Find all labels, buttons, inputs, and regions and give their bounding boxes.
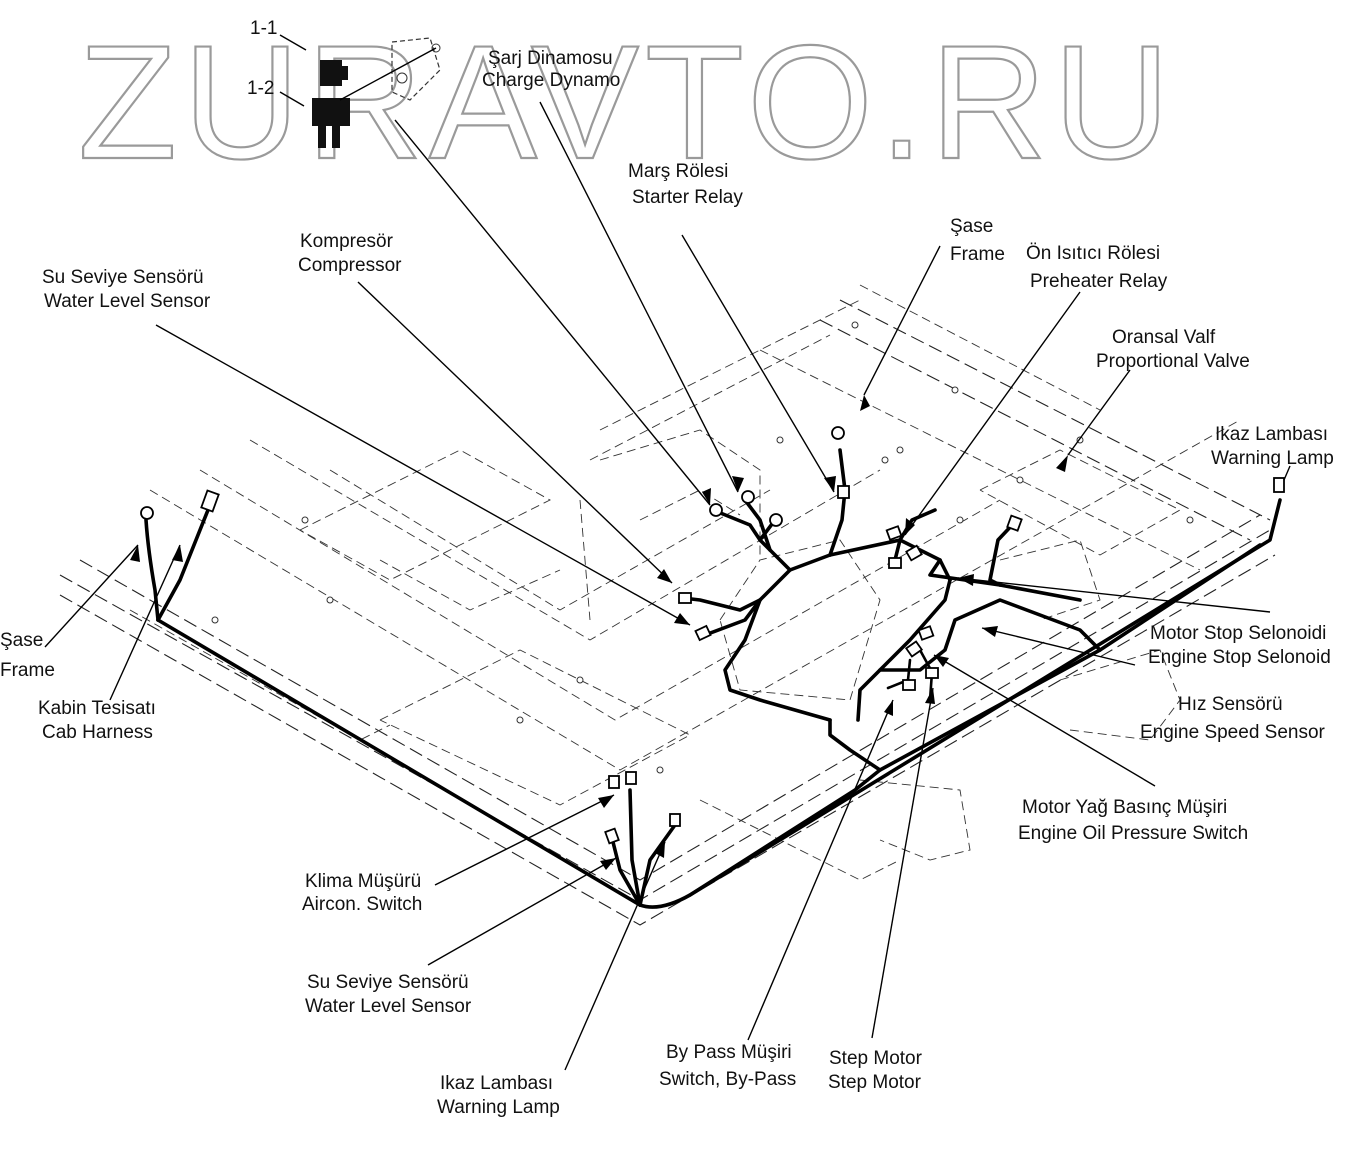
svg-text:By Pass Müşiri: By Pass Müşiri — [666, 1042, 792, 1063]
leader-arrowheads — [130, 395, 1068, 870]
label-engine-speed-sensor: Hız Sensörü Engine Speed Sensor — [1140, 694, 1326, 743]
leader-lines — [44, 34, 1291, 1071]
svg-text:Starter Relay: Starter Relay — [632, 187, 743, 208]
svg-text:Klima Müşürü: Klima Müşürü — [305, 871, 421, 892]
svg-text:Warning Lamp: Warning Lamp — [437, 1097, 560, 1118]
svg-text:Kompresör: Kompresör — [300, 231, 394, 252]
label-compressor: Kompresör Compressor — [298, 231, 402, 276]
watermark-text: ZURAVTO.RU — [78, 12, 1176, 193]
frame-fittings — [211, 321, 1194, 774]
label-water-level-sensor-bottom: Su Seviye Sensörü Water Level Sensor — [305, 972, 472, 1017]
svg-text:Motor Stop Selonoidi: Motor Stop Selonoidi — [1150, 623, 1326, 644]
svg-text:Motor Yağ Basınç Müşiri: Motor Yağ Basınç Müşiri — [1022, 797, 1227, 818]
label-part-1-1: 1-1 — [250, 18, 277, 39]
label-engine-stop-solenoid: Motor Stop Selonoidi Engine Stop Selonoi… — [1148, 623, 1331, 668]
svg-text:Cab Harness: Cab Harness — [42, 722, 153, 743]
svg-text:Frame: Frame — [0, 660, 55, 681]
svg-text:Warning Lamp: Warning Lamp — [1211, 448, 1334, 469]
svg-text:Marş Rölesi: Marş Rölesi — [628, 161, 728, 182]
label-engine-oil-pressure-switch: Motor Yağ Basınç Müşiri Engine Oil Press… — [1018, 797, 1248, 844]
svg-text:Şase: Şase — [0, 630, 43, 651]
svg-text:Ön Isıtıcı Rölesi: Ön Isıtıcı Rölesi — [1026, 243, 1160, 264]
part-1-2-label: 1-2 — [247, 78, 274, 99]
label-charge-dynamo: Şarj Dinamosu Charge Dynamo — [482, 48, 620, 91]
label-frame-top: Şase Frame — [950, 216, 1005, 265]
svg-text:Aircon. Switch: Aircon. Switch — [302, 894, 422, 915]
label-frame-left: Şase Frame — [0, 630, 55, 681]
label-starter-relay: Marş Rölesi Starter Relay — [628, 161, 743, 208]
svg-text:Preheater Relay: Preheater Relay — [1030, 271, 1168, 292]
svg-text:Engine Oil Pressure Switch: Engine Oil Pressure Switch — [1018, 823, 1248, 844]
part-1-1-label: 1-1 — [250, 18, 277, 39]
svg-text:Su Seviye Sensörü: Su Seviye Sensörü — [307, 972, 469, 993]
svg-text:Step Motor: Step Motor — [828, 1072, 922, 1093]
harness-connectors — [140, 426, 1285, 845]
svg-text:Su Seviye Sensörü: Su Seviye Sensörü — [42, 267, 204, 288]
svg-text:Compressor: Compressor — [298, 255, 402, 276]
label-aircon-switch: Klima Müşürü Aircon. Switch — [302, 871, 422, 915]
label-proportional-valve: Oransal Valf Proportional Valve — [1096, 327, 1250, 372]
label-step-motor: Step Motor Step Motor — [828, 1048, 923, 1093]
svg-text:Step Motor: Step Motor — [829, 1048, 923, 1069]
svg-text:Engine Stop Selonoid: Engine Stop Selonoid — [1148, 647, 1331, 668]
svg-text:Switch, By-Pass: Switch, By-Pass — [659, 1069, 796, 1090]
label-preheater-relay: Ön Isıtıcı Rölesi Preheater Relay — [1026, 243, 1168, 292]
label-water-level-sensor-top: Su Seviye Sensörü Water Level Sensor — [42, 267, 211, 312]
svg-text:Proportional Valve: Proportional Valve — [1096, 351, 1250, 372]
label-warning-lamp-right: Ikaz Lambası Warning Lamp — [1211, 424, 1334, 469]
label-bypass-switch: By Pass Müşiri Switch, By-Pass — [659, 1042, 796, 1090]
svg-text:Water Level Sensor: Water Level Sensor — [44, 291, 211, 312]
svg-text:Ikaz Lambası: Ikaz Lambası — [1215, 424, 1328, 445]
label-cab-harness: Kabin Tesisatı Cab Harness — [38, 698, 156, 743]
svg-text:Frame: Frame — [950, 244, 1005, 265]
svg-text:Engine Speed Sensor: Engine Speed Sensor — [1140, 722, 1326, 743]
relay-part-illustration — [312, 37, 441, 148]
svg-text:Şase: Şase — [950, 216, 993, 237]
svg-text:Charge Dynamo: Charge Dynamo — [482, 70, 620, 91]
svg-text:Hız Sensörü: Hız Sensörü — [1178, 694, 1283, 715]
svg-text:Oransal Valf: Oransal Valf — [1112, 327, 1216, 348]
svg-text:Ikaz Lambası: Ikaz Lambası — [440, 1073, 553, 1094]
label-warning-lamp-bottom: Ikaz Lambası Warning Lamp — [437, 1073, 560, 1118]
chassis-frame-outline — [59, 284, 1276, 926]
svg-text:Şarj Dinamosu: Şarj Dinamosu — [488, 48, 613, 69]
svg-text:Kabin Tesisatı: Kabin Tesisatı — [38, 698, 156, 719]
svg-text:Water Level Sensor: Water Level Sensor — [305, 996, 472, 1017]
label-part-1-2: 1-2 — [247, 78, 274, 99]
